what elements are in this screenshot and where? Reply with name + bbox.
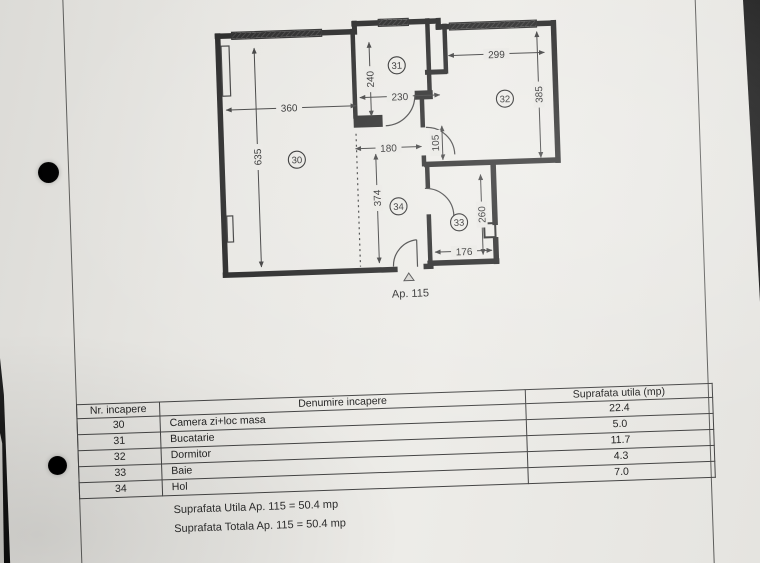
room-number-kitchen: 31 [391,61,402,72]
cell-nr: 34 [79,479,163,499]
room-number-living: 30 [291,155,302,166]
total-usable-area-note: Suprafata Utila Ap. 115 = 50.4 mp [173,498,339,517]
dim-bath-height: 260 [477,206,489,223]
room-divider-dashed-line [355,133,362,267]
room-number-bath: 33 [454,218,465,229]
room-number-hall: 34 [393,202,404,213]
dim-living-height: 635 [253,148,265,165]
dim-bedroom-width: 299 [488,50,505,62]
room-number-bedroom: 32 [499,94,510,105]
wall-pillar [220,45,232,97]
floor-plan: 360 635 240 230 299 385 180 105 374 260 [214,17,561,301]
entrance-marker-icon [403,272,415,282]
dimension-labels: 360 635 240 230 299 385 180 105 374 260 [251,48,546,259]
dim-hall-height: 374 [372,189,384,206]
windows [230,17,538,40]
bath-door-arc [424,187,455,216]
wall-pillar [226,215,235,243]
total-area-note: Suprafata Totala Ap. 115 = 50.4 mp [174,517,347,536]
dim-hall-width: 180 [380,143,397,155]
interior-walls [350,18,449,267]
page-frame-right-line [693,0,716,563]
dim-kitchen-width: 230 [391,92,408,104]
apartment-label: Ap. 115 [392,287,429,300]
entrance-door-arc [392,239,419,267]
dim-bedroom-door: 105 [431,134,443,151]
dim-kitchen-height: 240 [365,70,377,87]
hole-punch [48,456,67,475]
dim-living-width: 360 [281,103,298,115]
dim-bath-width: 176 [456,247,473,259]
dim-bedroom-height: 385 [534,86,546,103]
area-table: Nr. incapere Denumire incapere Suprafata… [76,383,716,499]
bedroom-door-arc [425,126,456,155]
window-living [230,28,323,40]
under-sheet-edge [0,433,4,563]
window-kitchen [377,17,410,28]
window-bedroom [448,19,538,31]
hole-punch [38,162,59,183]
room-number-badges: 30 31 32 33 34 [287,56,514,232]
